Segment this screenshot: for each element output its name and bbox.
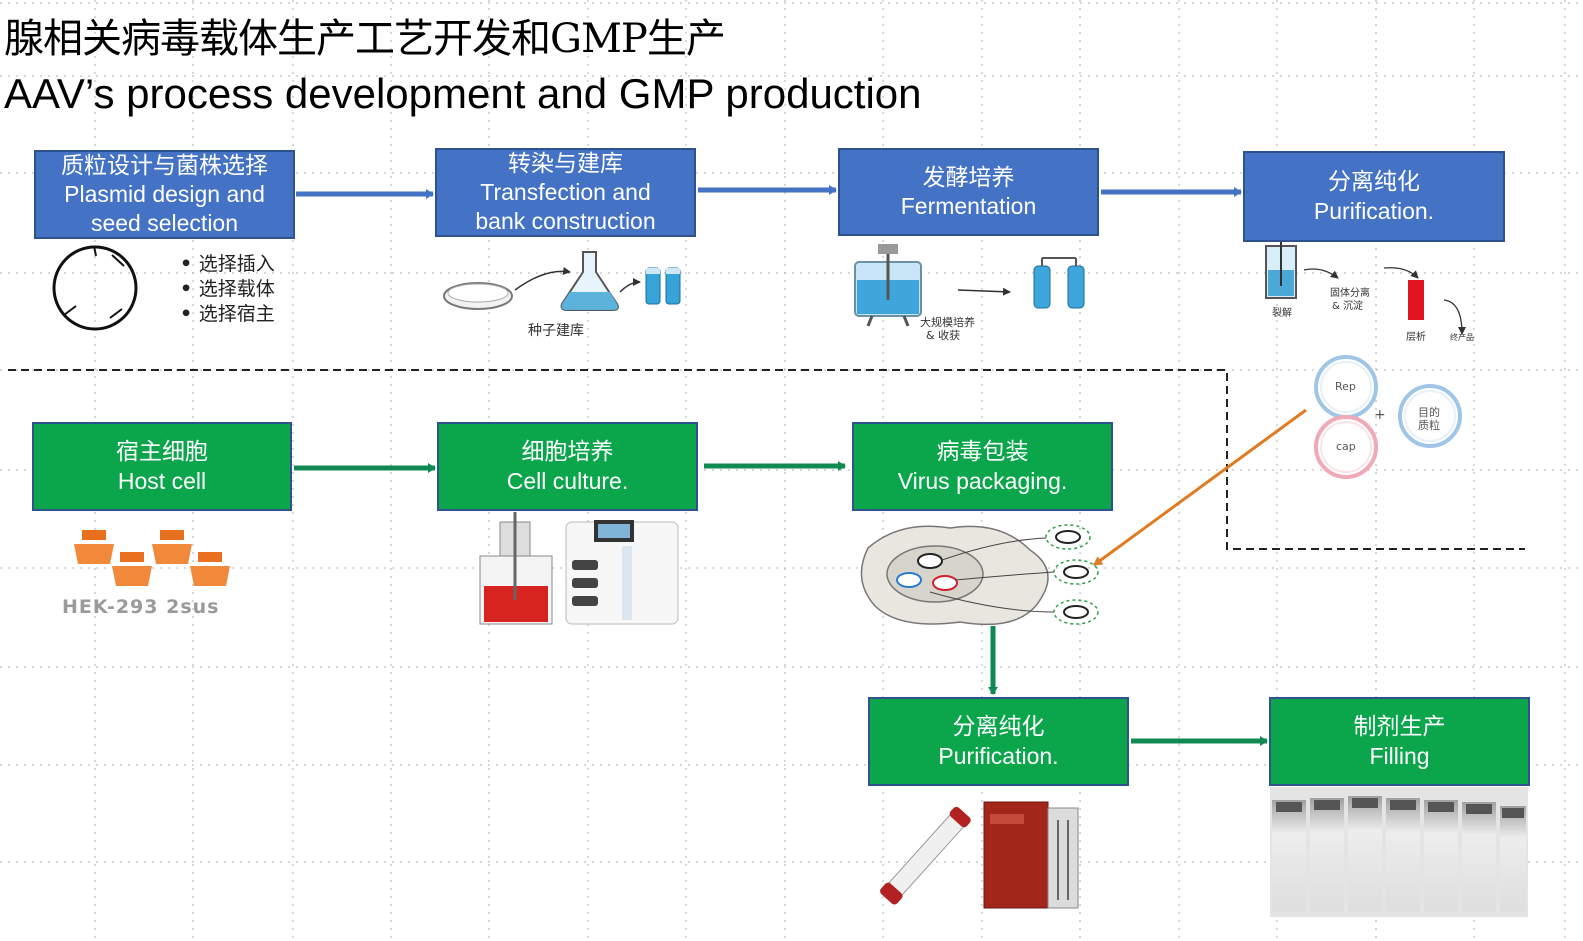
step-label-en: Filling [1369, 742, 1430, 769]
step-purification-bottom: 分离纯化 Purification. [868, 697, 1129, 786]
page-title-cn: 腺相关病毒载体生产工艺开发和GMP生产 [4, 16, 726, 62]
step-label-en: Plasmid design and [64, 181, 265, 208]
step-host-cell: 宿主细胞 Host cell [32, 422, 292, 511]
step-label-cn: 转染与建库 [508, 151, 623, 178]
seed-bank-illustration [443, 251, 681, 311]
step-label-cn: 质粒设计与菌株选择 [61, 153, 268, 180]
step-label-en: Purification. [938, 742, 1059, 769]
step-label-en: Fermentation [900, 193, 1037, 219]
step-transfection: 转染与建库 Transfection and bank construction [435, 148, 696, 237]
downstream-illustration [1265, 238, 1466, 335]
final-product-label: 终产品 [1450, 333, 1474, 342]
step-label-cn: 发酵培养 [922, 164, 1015, 191]
step-label-en: Purification. [1313, 197, 1435, 224]
step-virus-packaging: 病毒包装 Virus packaging. [852, 422, 1113, 511]
step-label-cn: 病毒包装 [936, 439, 1029, 466]
step-cell-culture: 细胞培养 Cell culture. [437, 422, 698, 511]
lysis-label: 裂解 [1272, 308, 1292, 319]
step-label-cn: 宿主细胞 [116, 439, 208, 466]
target-plasmid-label-2: 质粒 [1418, 419, 1440, 432]
page-title-en: AAV’s process development and GMP produc… [4, 70, 922, 117]
dashed-divider [8, 369, 1525, 550]
step-label-cn: 制剂生产 [1353, 714, 1446, 741]
helper-plasmids-illustration [1314, 355, 1462, 479]
cell-flasks-icon [74, 530, 230, 586]
cap-label: cap [1336, 440, 1356, 453]
rep-label: Rep [1335, 380, 1356, 393]
step-fermentation: 发酵培养 Fermentation [838, 148, 1099, 236]
step-label-en: Cell culture. [506, 467, 629, 494]
step-label-cn: 分离纯化 [1328, 169, 1420, 196]
bullet-item: 选择宿主 [180, 302, 275, 327]
bullet-item: 选择插入 [180, 252, 275, 277]
solid-separation-label: 固体分离 [1330, 288, 1370, 299]
step-filling: 制剂生产 Filling [1269, 697, 1530, 786]
vials-illustration [1270, 787, 1528, 917]
bullet-item: 选择载体 [180, 277, 275, 302]
precipitation-label: & 沉淀 [1332, 301, 1363, 312]
fermenter-illustration [854, 244, 1085, 327]
packaging-cell-illustration [860, 524, 1099, 626]
step-purification-top: 分离纯化 Purification. [1243, 151, 1505, 242]
step-label-en-2: seed selection [90, 209, 239, 236]
step-label-en-2: bank construction [475, 207, 656, 234]
chromatography-illustration [880, 801, 1079, 909]
step-label-en: Host cell [117, 467, 207, 494]
chromatography-label: 层析 [1406, 332, 1426, 343]
selection-bullets: 选择插入 选择载体 选择宿主 [180, 252, 275, 327]
seed-bank-label: 种子建库 [528, 323, 584, 339]
bioreactor-illustration [479, 512, 679, 625]
step-label-cn: 细胞培养 [521, 439, 614, 466]
target-plasmid-label: 目的 [1418, 406, 1440, 419]
orange-pointer-line [1093, 408, 1307, 567]
plus-label: + [1374, 407, 1386, 423]
bottom-arrows [294, 461, 1268, 746]
step-label-cn: 分离纯化 [952, 714, 1045, 741]
hek-cell-label: HEK-293 2sus [62, 596, 220, 618]
step-label-en: Transfection and [480, 179, 651, 206]
harvest-label: & 收获 [926, 329, 961, 342]
step-plasmid-design: 质粒设计与菌株选择 Plasmid design and seed select… [34, 150, 295, 239]
top-arrows [296, 185, 1242, 199]
step-label-en: Virus packaging. [897, 467, 1068, 494]
plasmid-circle-icon [52, 245, 138, 331]
scale-culture-label: 大规模培养 [920, 316, 975, 329]
